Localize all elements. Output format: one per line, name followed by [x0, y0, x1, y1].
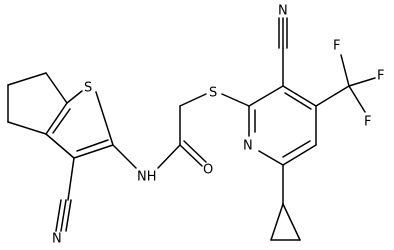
bond [66, 90, 83, 104]
bond [157, 144, 181, 169]
carbonyl-oxygen-label: O [203, 163, 213, 178]
amide-nitrogen-label: NH [137, 170, 157, 185]
bond [52, 108, 71, 134]
nitrile-group-top [278, 17, 288, 87]
bond [282, 140, 311, 158]
bond [73, 144, 114, 159]
bond [95, 91, 114, 146]
trifluoromethyl-group [315, 54, 376, 113]
bond [348, 85, 366, 113]
bond [60, 199, 67, 232]
nitrile-nitrogen-top-label: N [278, 4, 288, 19]
bond [45, 72, 68, 104]
thiophene-ring [45, 90, 114, 159]
bond [65, 199, 72, 232]
amide-linker [112, 93, 250, 169]
bond [183, 140, 207, 163]
bond [179, 93, 207, 107]
bond [348, 77, 376, 87]
bond [67, 157, 75, 201]
nitrile-group-left [55, 157, 75, 232]
bond [45, 102, 68, 135]
cyclopentane-ring [7, 72, 68, 135]
bond [179, 144, 203, 167]
thioether-sulfur-label: S [209, 86, 217, 101]
pyridine-nitrogen-label: N [243, 139, 253, 154]
bond [221, 93, 250, 107]
bond [282, 144, 317, 166]
bond [112, 144, 137, 169]
bond [270, 203, 284, 241]
bond [45, 133, 75, 159]
bond [7, 72, 47, 86]
bond [282, 203, 301, 241]
bond [76, 139, 109, 152]
bond [340, 54, 350, 87]
bond [55, 199, 62, 232]
bond [282, 85, 317, 107]
bond [248, 85, 284, 107]
pyridine-ring [248, 85, 317, 166]
bond [315, 85, 350, 107]
fluorine-label-bottom: F [364, 115, 371, 130]
fluorine-label-right: F [377, 69, 384, 84]
bond [258, 150, 284, 166]
bond [7, 121, 47, 135]
thiophene-sulfur-label: S [84, 81, 92, 96]
cyclopropyl-group [270, 164, 301, 241]
nitrile-nitrogen-left-label: N [52, 232, 62, 247]
bond [284, 92, 312, 110]
fluorine-label-top: F [333, 39, 340, 54]
